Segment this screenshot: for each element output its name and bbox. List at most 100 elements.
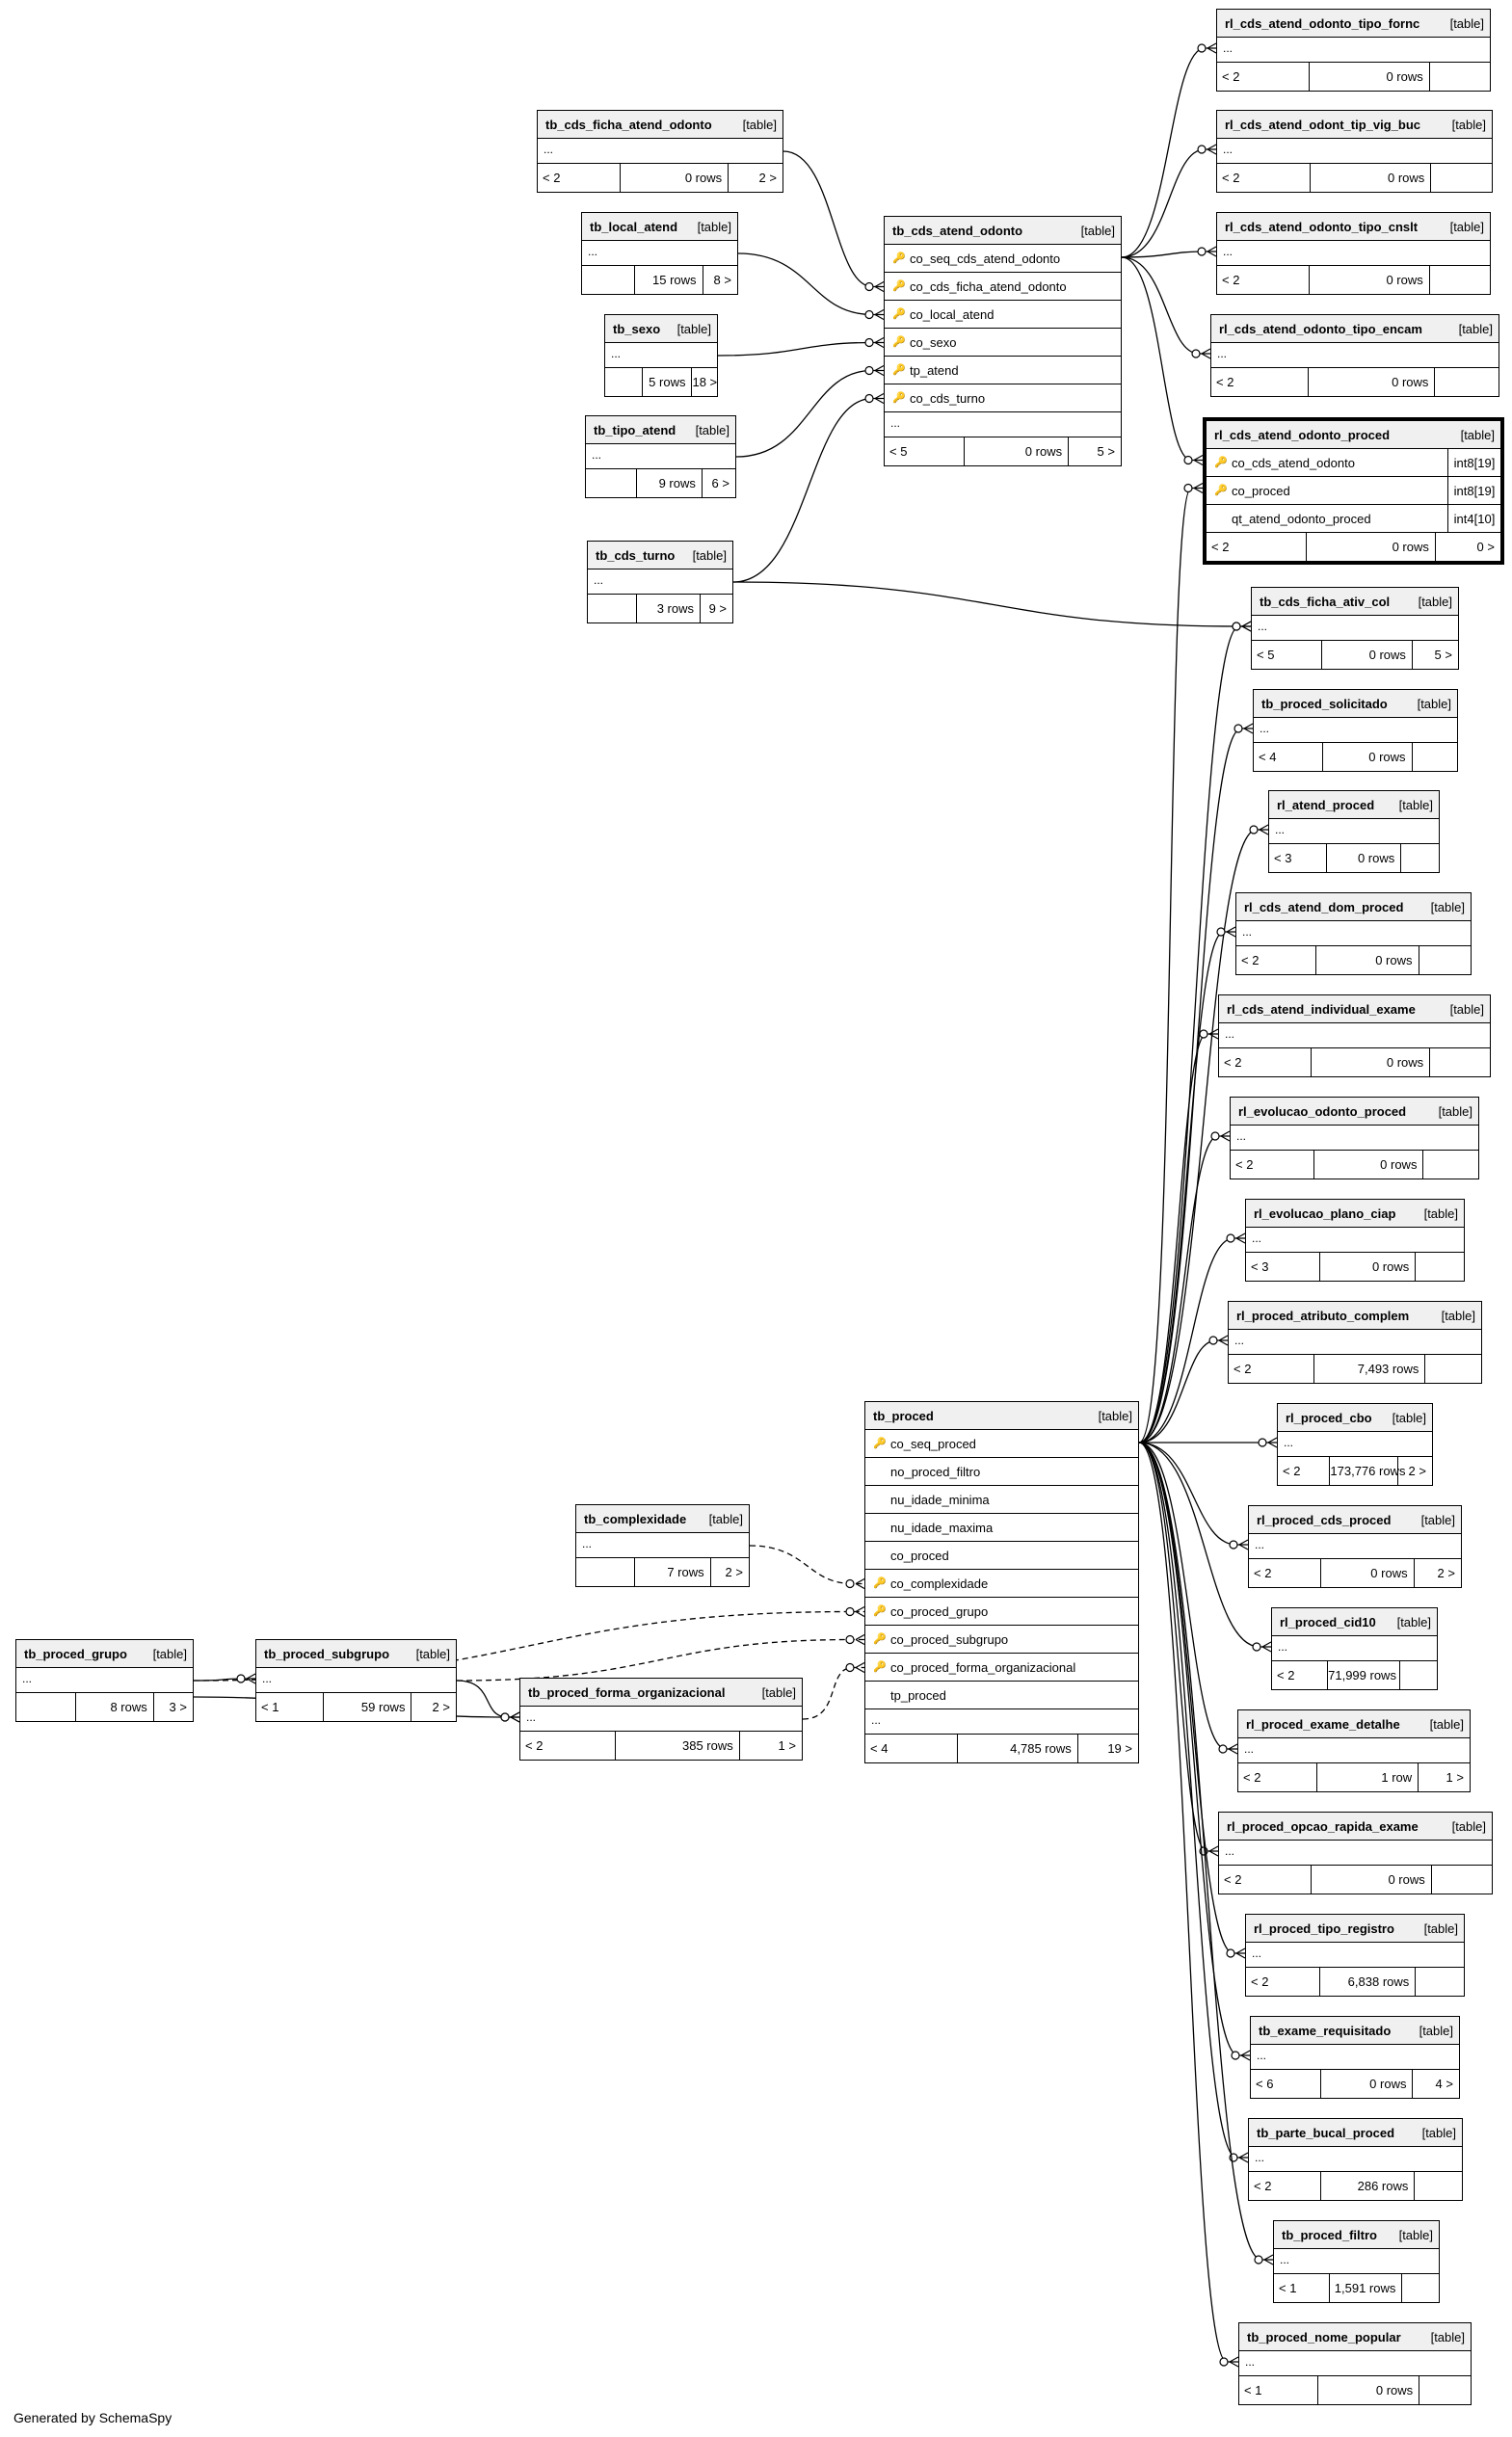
table-type-label: [table] <box>1419 2024 1453 2038</box>
table-rl-cds-atend-odonto-tipo-cnslt[interactable]: rl_cds_atend_odonto_tipo_cnslt[table]...… <box>1216 212 1491 295</box>
optional-marker <box>1258 1438 1267 1447</box>
column-name: co_cds_turno <box>910 391 986 406</box>
foreign-key-icon: 🔑 <box>892 280 906 292</box>
table-type-label: [table] <box>1423 1206 1458 1221</box>
table-rl-cds-atend-individual-exame[interactable]: rl_cds_atend_individual_exame[table]...<… <box>1218 994 1491 1077</box>
column-type: int4[10] <box>1447 505 1500 532</box>
optional-marker <box>1226 1233 1235 1243</box>
optional-marker <box>1210 1131 1220 1141</box>
children-count <box>1432 1866 1492 1894</box>
parents-count: < 3 <box>1269 844 1327 872</box>
table-rl-cds-atend-odont-tip-vig-buc[interactable]: rl_cds_atend_odont_tip_vig_buc[table]...… <box>1216 110 1493 193</box>
relationship-edge <box>1138 1442 1271 1648</box>
optional-marker <box>1197 247 1207 256</box>
relationship-edge <box>1138 829 1268 1444</box>
row-count: 0 rows <box>965 437 1070 465</box>
table-ellipsis: ... <box>1246 1228 1464 1253</box>
column-name: co_proced_grupo <box>890 1604 989 1619</box>
crowfoot-marker <box>1208 1845 1219 1857</box>
table-header: tb_complexidade[table] <box>576 1505 749 1533</box>
table-rl-cds-atend-odonto-proced[interactable]: rl_cds_atend_odonto_proced[table]🔑co_cds… <box>1203 417 1504 565</box>
table-type-label: [table] <box>1458 322 1493 336</box>
column-name: nu_idade_minima <box>890 1493 990 1507</box>
parents-count <box>582 266 635 294</box>
relationship-edge <box>732 397 884 583</box>
children-count <box>1402 2274 1439 2302</box>
column-name: co_proced <box>890 1549 949 1563</box>
row-count: 0 rows <box>1312 1866 1432 1894</box>
foreign-key-icon: 🔑 <box>873 1661 887 1673</box>
row-count: 8 rows <box>76 1693 154 1721</box>
children-count <box>1431 164 1492 192</box>
table-header: tb_local_atend[table] <box>582 213 737 241</box>
table-header: tb_proced_filtro[table] <box>1274 2221 1439 2249</box>
column-row: 🔑co_sexo <box>885 329 1121 357</box>
crowfoot-marker <box>874 280 885 293</box>
crowfoot-marker <box>1267 1437 1278 1448</box>
parents-count: < 2 <box>1217 63 1311 91</box>
table-type-label: [table] <box>1441 1309 1475 1323</box>
crowfoot-marker <box>1207 42 1217 54</box>
table-tb-proced-forma-organizacional[interactable]: tb_proced_forma_organizacional[table]...… <box>519 1678 803 1761</box>
table-ellipsis: ... <box>588 570 732 595</box>
crowfoot-marker <box>1207 246 1217 257</box>
table-ellipsis: ... <box>1254 718 1457 743</box>
table-tb-cds-atend-odonto[interactable]: tb_cds_atend_odonto[table]🔑co_seq_cds_at… <box>884 216 1122 466</box>
table-ellipsis: ... <box>1252 616 1458 641</box>
relationship-edge <box>732 581 1251 627</box>
table-rl-cds-atend-odonto-tipo-fornc[interactable]: rl_cds_atend_odonto_tipo_fornc[table]...… <box>1216 9 1491 92</box>
row-count: 173,776 rows <box>1330 1457 1405 1485</box>
table-name: tb_proced_filtro <box>1282 2228 1377 2242</box>
row-count: 0 rows <box>1312 1048 1431 1076</box>
column-row: 🔑co_seq_proced <box>865 1430 1138 1458</box>
row-count: 0 rows <box>1320 1253 1417 1281</box>
table-header: rl_evolucao_plano_ciap[table] <box>1246 1200 1464 1228</box>
table-rl-proced-opcao-rapida-exame[interactable]: rl_proced_opcao_rapida_exame[table]...< … <box>1218 1812 1493 1894</box>
table-name: rl_cds_atend_odonto_tipo_cnslt <box>1225 220 1419 234</box>
column-row: tp_proced <box>865 1682 1138 1709</box>
table-type-label: [table] <box>1396 1615 1431 1629</box>
table-rl-cds-atend-odonto-tipo-encam[interactable]: rl_cds_atend_odonto_tipo_encam[table]...… <box>1210 314 1499 397</box>
row-count: 0 rows <box>621 164 729 192</box>
crowfoot-marker <box>855 1661 865 1674</box>
table-type-label: [table] <box>1392 1411 1426 1425</box>
column-name: nu_idade_maxima <box>890 1521 994 1535</box>
optional-marker <box>1183 455 1193 465</box>
relationship-edge <box>1121 256 1203 462</box>
children-count: 9 > <box>708 601 727 616</box>
column-row: no_proced_filtro <box>865 1458 1138 1486</box>
